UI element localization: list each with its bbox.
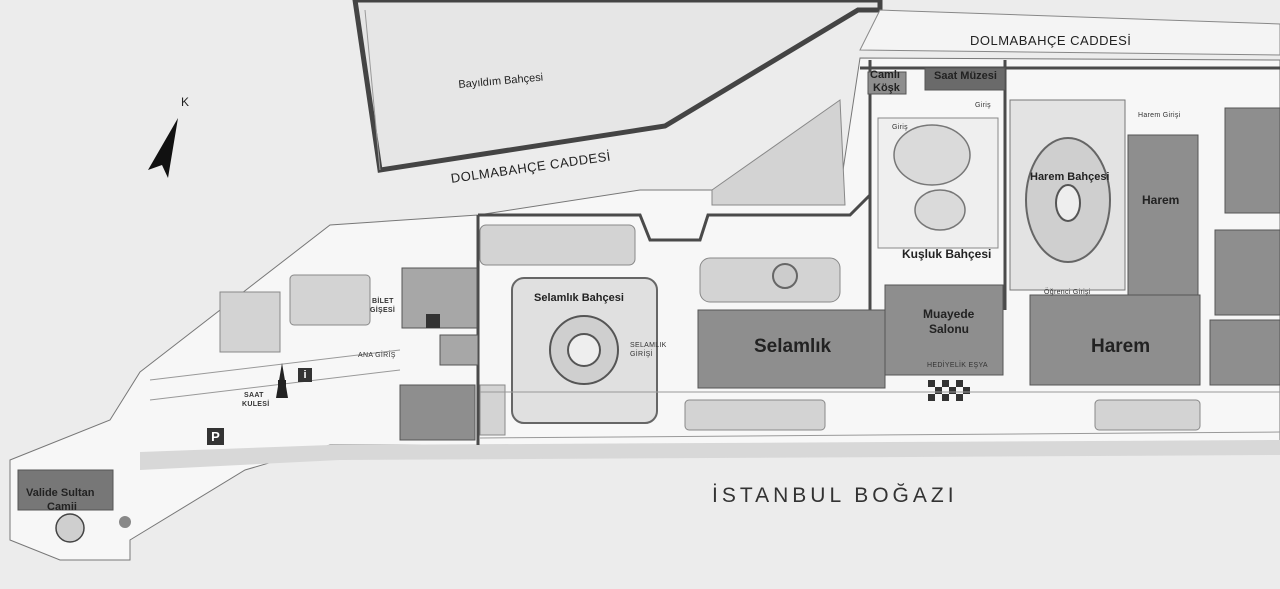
harem-top-label: Harem bbox=[1142, 193, 1180, 207]
parking-icon: P bbox=[207, 428, 224, 445]
saat-muzesi-building bbox=[924, 67, 1006, 91]
harem-label: Harem bbox=[1091, 336, 1151, 357]
mosque-dome-icon bbox=[55, 513, 131, 543]
camli-kosk-building bbox=[867, 71, 907, 95]
bilet-label-1: BİLET bbox=[372, 298, 394, 305]
harem-girisi-label: Harem Girişi bbox=[1138, 112, 1181, 119]
selamlik-girisi-label-1: SELAMLIK bbox=[630, 342, 667, 349]
harem-bahcesi-label: Harem Bahçesi bbox=[1030, 171, 1110, 183]
gift-shop-pattern bbox=[928, 380, 970, 401]
selamlik-bahcesi-label: Selamlık Bahçesi bbox=[534, 292, 624, 304]
saat-muzesi-label: Saat Müzesi bbox=[934, 70, 997, 82]
kusluk-label: Kuşluk Bahçesi bbox=[902, 247, 992, 261]
selamlik-label: Selamlık bbox=[754, 336, 832, 357]
muayede-label-2: Salonu bbox=[929, 322, 970, 336]
gardens bbox=[446, 99, 1126, 424]
paths bbox=[149, 9, 1280, 439]
giris-top-label: Giriş bbox=[975, 102, 991, 109]
giris-left-label: Giriş bbox=[892, 124, 908, 131]
valide-label-2: Camii bbox=[47, 501, 77, 513]
lawns bbox=[219, 99, 1201, 436]
harem-wing bbox=[1127, 134, 1199, 296]
buildings bbox=[17, 67, 1280, 511]
shore-strip bbox=[140, 440, 1280, 470]
north-arrow bbox=[148, 118, 178, 178]
ogrenci-girisi-label: Öğrenci Girişi bbox=[1044, 289, 1091, 296]
sea-label: İSTANBUL BOĞAZI bbox=[712, 484, 958, 507]
hediyelik-label: HEDİYELİK EŞYA bbox=[927, 362, 988, 369]
muayede-label-1: Muayede bbox=[923, 307, 975, 321]
upper-street-band bbox=[859, 9, 1280, 56]
valide-label-1: Valide Sultan bbox=[26, 487, 95, 499]
harem-building bbox=[1029, 294, 1201, 386]
phone-icon bbox=[426, 314, 440, 328]
camli-kosk-label-2: Köşk bbox=[873, 82, 900, 94]
selamlik-girisi-label-2: GİRİŞİ bbox=[630, 351, 653, 358]
north-label: K bbox=[181, 95, 190, 109]
bilet-label-2: GİŞESİ bbox=[370, 307, 396, 314]
saat-kulesi-label-2: KULESİ bbox=[242, 401, 270, 408]
selamlik-building bbox=[697, 309, 886, 389]
street-top: DOLMABAHÇE CADDESİ bbox=[970, 33, 1132, 48]
ana-giris-label: ANA GİRİŞ bbox=[358, 352, 396, 359]
saat-kulesi-label-1: SAAT bbox=[244, 392, 264, 399]
clock-tower-icon bbox=[276, 363, 288, 398]
camli-kosk-label-1: Camlı bbox=[870, 69, 900, 81]
muayede-salonu-building bbox=[884, 284, 1004, 376]
info-icon: i bbox=[298, 368, 312, 382]
